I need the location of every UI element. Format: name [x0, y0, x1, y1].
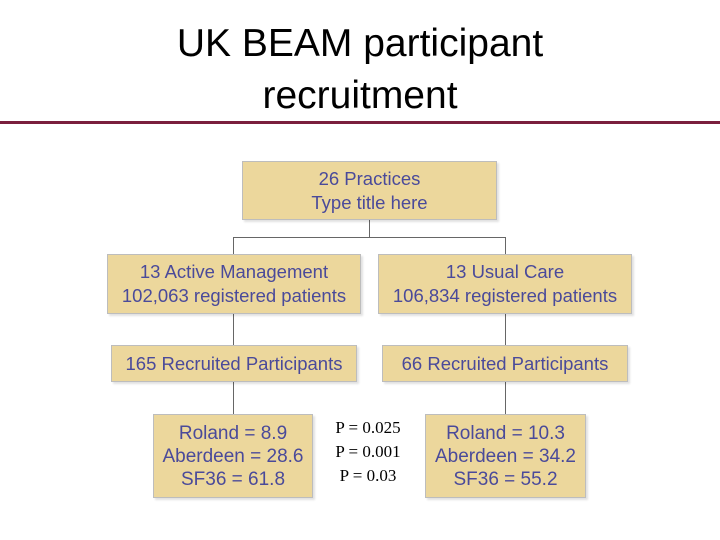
connector-left-recruited-scores — [233, 382, 234, 414]
left-arm-line-2: 102,063 registered patients — [121, 285, 347, 306]
connector-right-recruited-scores — [505, 382, 506, 414]
connector-right-down — [505, 237, 506, 254]
title-divider — [0, 121, 720, 124]
root-box-practices: 26 Practices Type title here — [242, 161, 497, 220]
slide-title-line-2: recruitment — [262, 74, 458, 117]
root-line-2: Type title here — [311, 191, 428, 213]
connector-left-down — [233, 237, 234, 254]
p-value-roland: P = 0.025 — [335, 418, 401, 437]
right-score-sf36: SF36 = 55.2 — [453, 468, 558, 490]
right-scores-box: Roland = 10.3 Aberdeen = 34.2 SF36 = 55.… — [425, 414, 586, 498]
left-score-roland: Roland = 8.9 — [178, 422, 288, 444]
left-arm-line-1: 13 Active Management — [139, 261, 329, 282]
right-recruited-label: 66 Recruited Participants — [401, 352, 609, 374]
p-values: P = 0.025 P = 0.001 P = 0.03 — [318, 416, 418, 488]
left-scores-box: Roland = 8.9 Aberdeen = 28.6 SF36 = 61.8 — [153, 414, 313, 498]
left-recruited-box: 165 Recruited Participants — [111, 345, 357, 382]
right-arm-line-1: 13 Usual Care — [445, 261, 565, 282]
connector-left-arm-recruited — [233, 314, 234, 345]
right-arm-line-2: 106,834 registered patients — [392, 285, 618, 306]
p-value-sf36: P = 0.03 — [339, 466, 397, 485]
slide-title: UK BEAM participant recruitment — [0, 18, 720, 122]
left-arm-box: 13 Active Management 102,063 registered … — [107, 254, 361, 314]
left-recruited-label: 165 Recruited Participants — [125, 352, 343, 374]
connector-right-arm-recruited — [505, 314, 506, 345]
right-recruited-box: 66 Recruited Participants — [382, 345, 628, 382]
connector-root-down — [369, 220, 370, 238]
p-value-aberdeen: P = 0.001 — [335, 442, 401, 461]
right-arm-box: 13 Usual Care 106,834 registered patient… — [378, 254, 632, 314]
right-score-roland: Roland = 10.3 — [446, 422, 565, 444]
right-score-aberdeen: Aberdeen = 34.2 — [434, 445, 577, 467]
left-score-aberdeen: Aberdeen = 28.6 — [162, 445, 304, 467]
root-line-1: 26 Practices — [318, 167, 421, 189]
slide-title-line-1: UK BEAM participant — [176, 22, 544, 65]
left-score-sf36: SF36 = 61.8 — [180, 468, 286, 490]
connector-horizontal — [233, 237, 506, 238]
